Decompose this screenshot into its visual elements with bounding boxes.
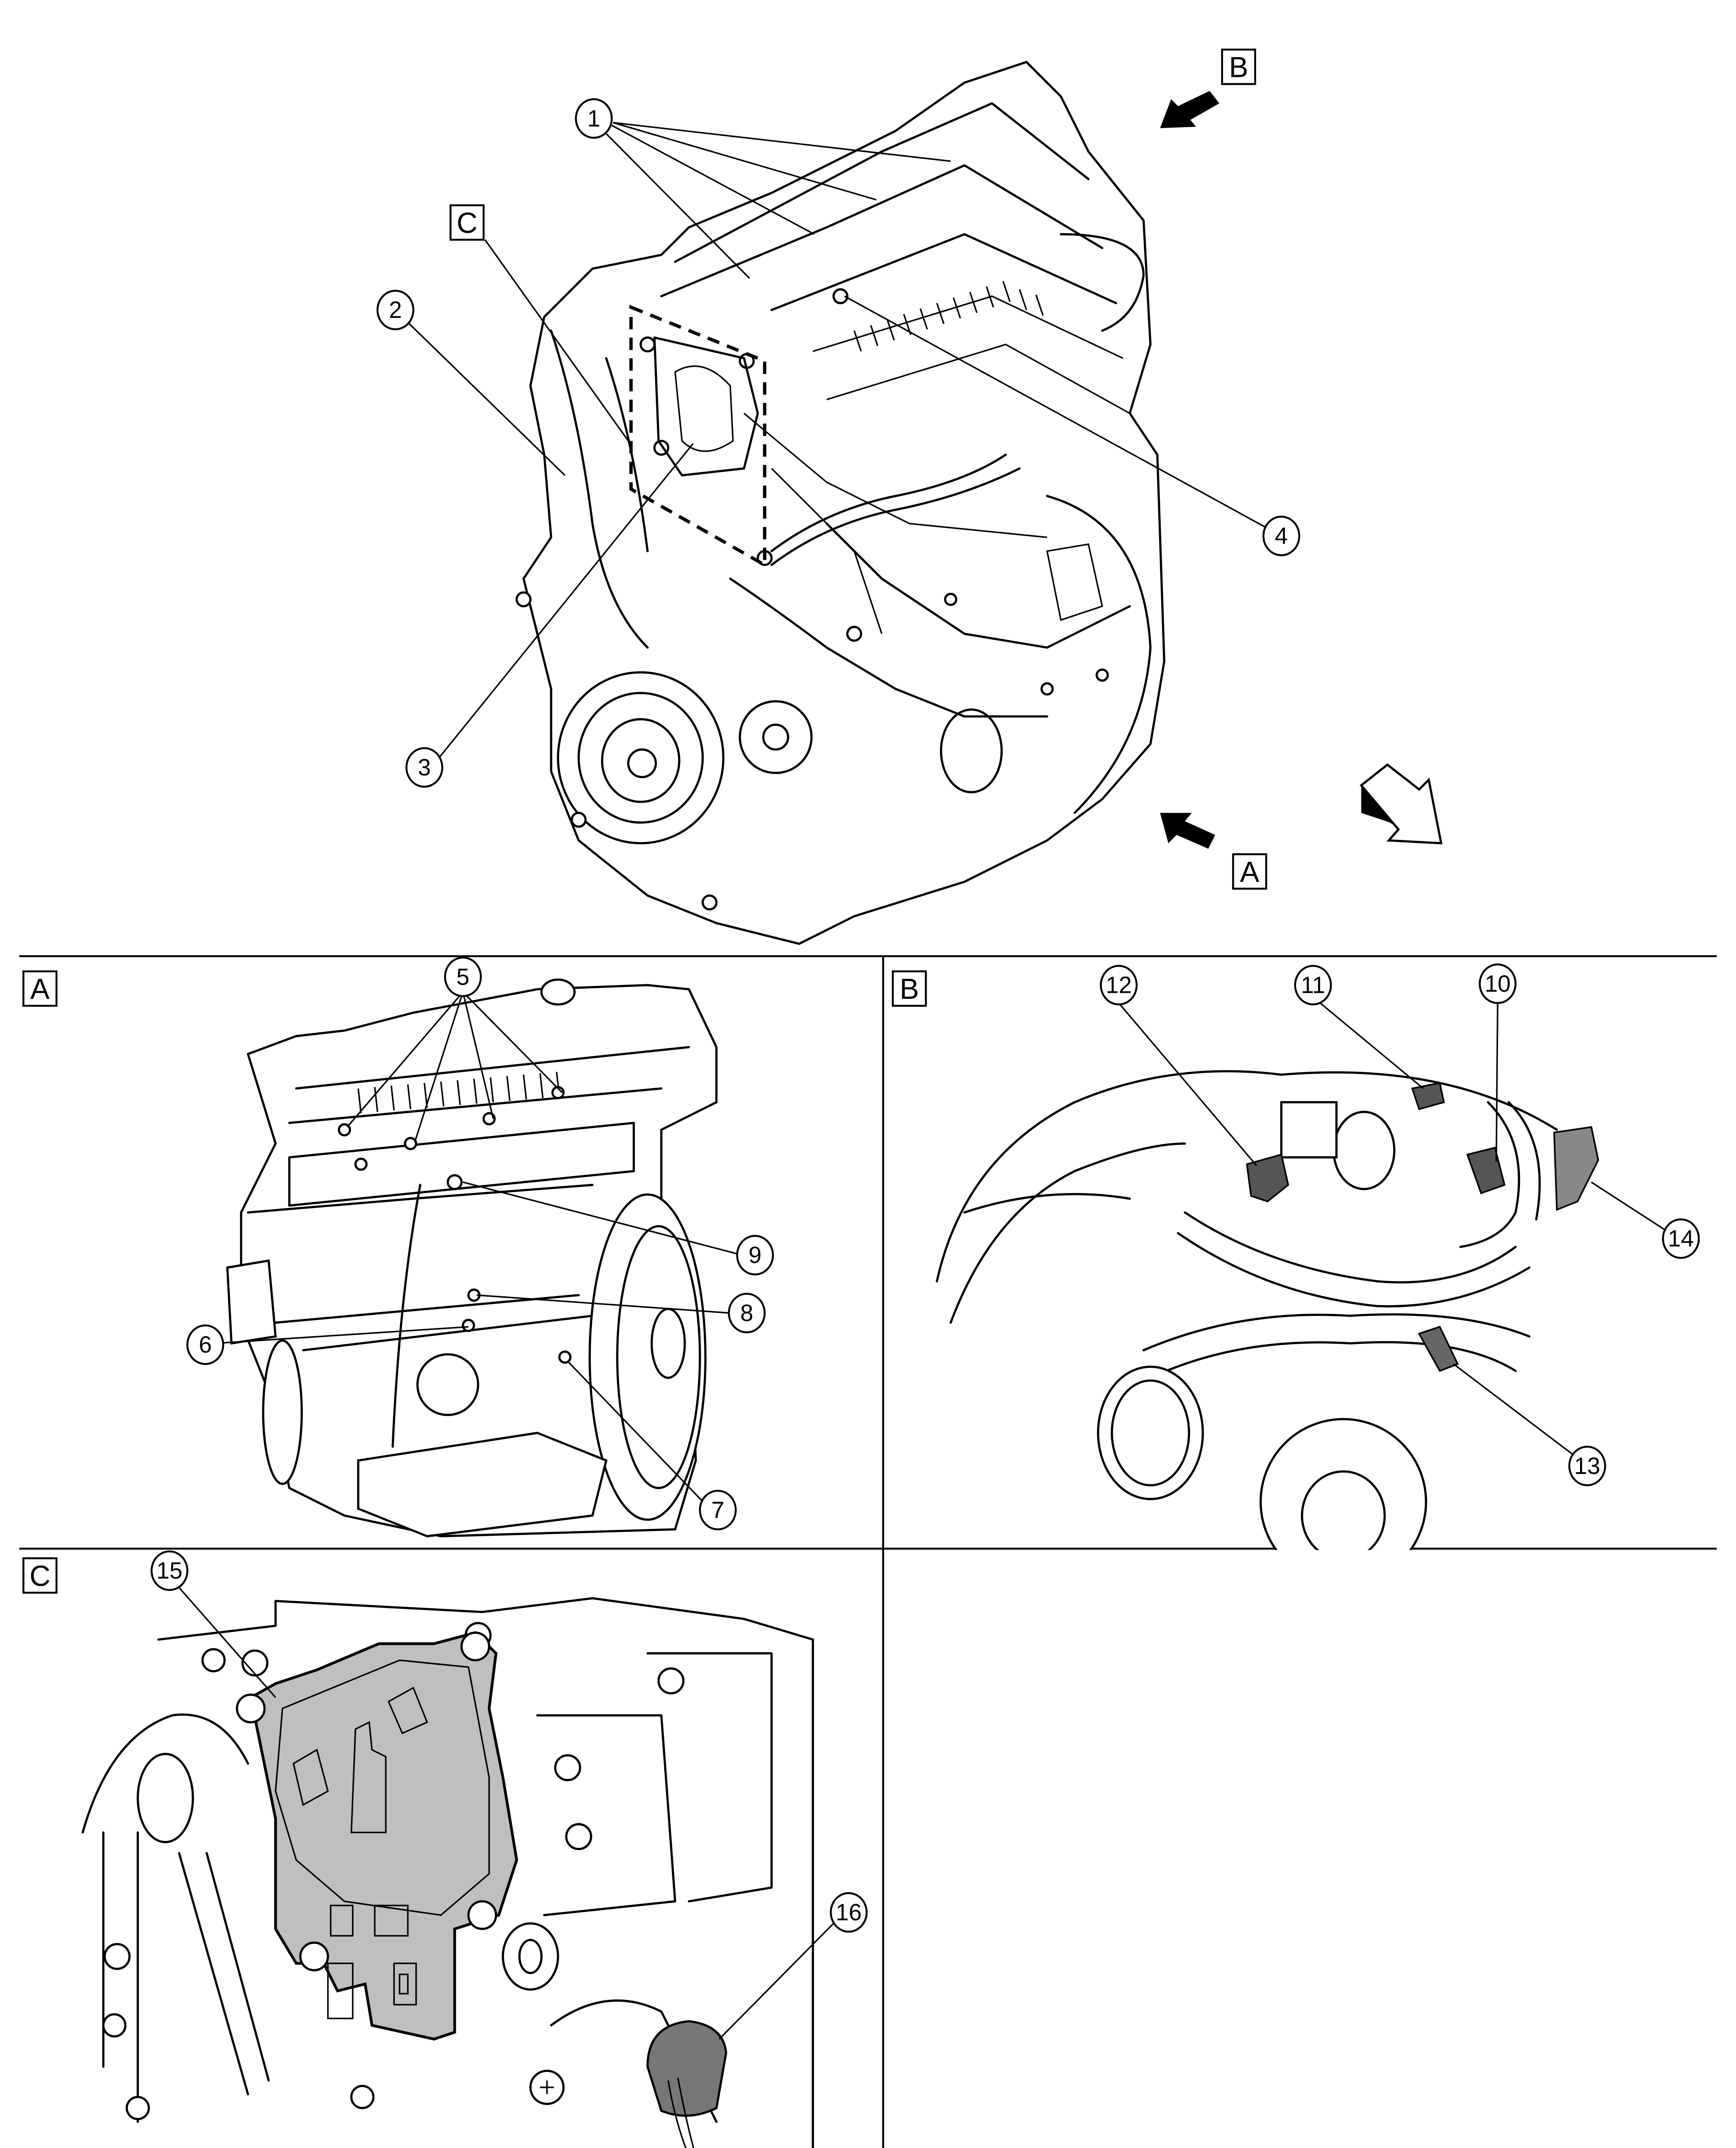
svg-text:1: 1 [587,105,600,131]
svg-text:9: 9 [748,1242,761,1268]
svg-text:12: 12 [1106,972,1132,998]
callout-7: 7 [699,1489,737,1531]
panel-a-engine-drawing [226,978,718,1538]
panel-b-label: B [891,970,927,1007]
view-label-a: A [1232,853,1267,890]
callout-6: 6 [186,1324,224,1365]
view-label-b: B [1221,49,1256,85]
panel-c-leader-lines [176,1584,834,2040]
panel-a: A [22,956,774,1538]
callout-1: 1 [575,98,613,139]
panel-empty [884,1550,1717,2148]
component-15-cover-plate [249,1631,518,2041]
svg-text:C: C [30,1560,51,1592]
callout-15: 15 [150,1550,189,1591]
svg-text:2: 2 [389,297,402,323]
callout-12: 12 [1100,964,1138,1006]
svg-text:B: B [900,973,919,1005]
svg-text:5: 5 [456,964,469,990]
view-c-region-outline [629,305,766,568]
view-label-c: C [449,204,485,241]
svg-text:4: 4 [1275,523,1288,549]
panel-c: C [22,1550,868,2148]
svg-text:8: 8 [740,1300,753,1326]
callout-10: 10 [1479,963,1517,1004]
callout-4: 4 [1262,516,1300,556]
component-11-sensor [1411,1082,1445,1111]
panel-b-engine-drawing [936,1070,1599,1586]
callout-13: 13 [1568,1446,1606,1486]
svg-text:13: 13 [1574,1453,1600,1479]
component-16-connector [646,2020,727,2117]
panel-b: B [891,963,1700,1586]
component-12-sensor [1246,1153,1289,1202]
callout-8: 8 [728,1293,766,1333]
view-arrow-a-icon [1160,813,1215,849]
svg-text:10: 10 [1485,970,1511,997]
svg-text:A: A [31,973,50,1005]
svg-text:11: 11 [1301,972,1325,998]
svg-text:16: 16 [836,1899,862,1925]
svg-text:3: 3 [418,754,431,781]
component-10-sensor [1466,1147,1506,1194]
overview-leader-lines [404,122,1282,768]
callout-16: 16 [830,1892,868,1933]
svg-text:A: A [1240,856,1259,888]
panel-a-leader-lines [215,991,738,1511]
svg-text:14: 14 [1668,1226,1694,1252]
callout-9: 9 [736,1235,774,1275]
component-14-sensor [1553,1126,1599,1211]
panel-b-leader-lines [1118,1001,1666,1456]
callout-14: 14 [1662,1218,1700,1259]
callout-2: 2 [376,290,415,330]
view-arrow-b-icon [1160,91,1220,128]
callout-5: 5 [444,956,482,998]
callout-3: 3 [405,747,443,788]
svg-text:C: C [457,207,478,239]
svg-text:6: 6 [199,1332,212,1358]
component-13-sensor [1418,1326,1459,1372]
svg-text:B: B [1229,52,1248,84]
svg-text:7: 7 [711,1497,724,1523]
svg-text:15: 15 [156,1558,183,1584]
panel-c-label: C [22,1557,58,1594]
overview-engine-drawing [516,61,1165,945]
callout-11: 11 [1294,964,1332,1006]
panel-a-label: A [22,970,58,1007]
front-direction-arrow-icon [1359,763,1443,845]
panel-c-engine-drawing [81,1597,814,2148]
